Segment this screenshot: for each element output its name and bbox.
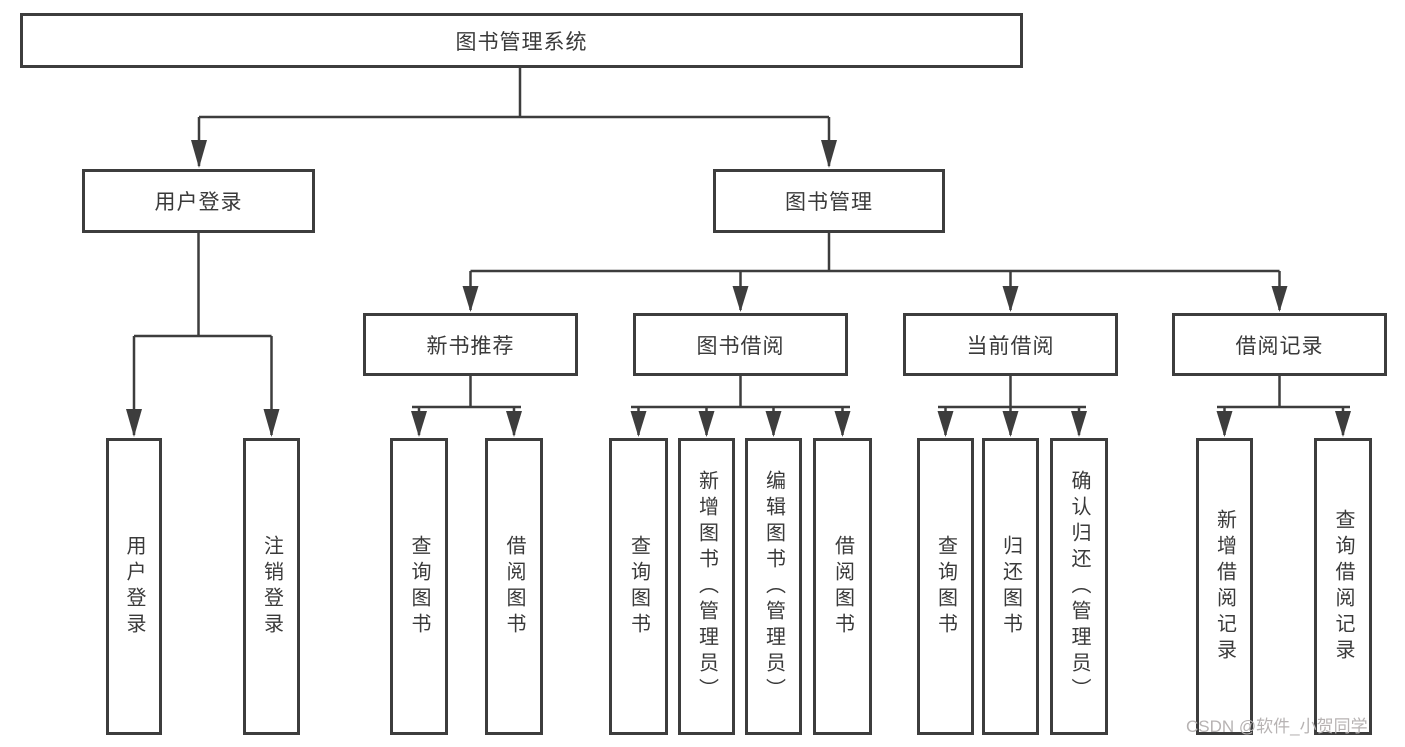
connector-current-borrow-children [937, 376, 1087, 437]
node-label: 查询图书 [627, 534, 650, 639]
node-root-library-system: 图书管理系统 [20, 13, 1023, 68]
leaf-query-books-3: 查询图书 [917, 438, 974, 735]
node-label: 借阅图书 [831, 534, 854, 639]
node-current-borrow: 当前借阅 [903, 313, 1118, 376]
node-label: 查询图书 [934, 534, 957, 639]
node-label: 确认归还（管理员） [1068, 469, 1090, 704]
node-label: 图书管理 [785, 191, 873, 214]
node-label: 新增图书（管理员） [695, 469, 718, 704]
connector-root-to-level2 [191, 68, 837, 168]
node-book-management: 图书管理 [713, 169, 945, 233]
leaf-return-books: 归还图书 [982, 438, 1039, 735]
node-label: 查询图书 [408, 534, 430, 639]
node-label: 当前借阅 [966, 334, 1055, 358]
node-label: 用户登录 [154, 191, 243, 214]
leaf-logout: 注销登录 [243, 438, 300, 735]
node-label: 图书管理系统 [455, 30, 588, 54]
leaf-edit-books-admin: 编辑图书（管理员） [745, 438, 802, 735]
node-label: 新书推荐 [426, 334, 515, 358]
connector-book-borrow-children [630, 376, 851, 437]
leaf-add-borrow-record: 新增借阅记录 [1196, 438, 1253, 735]
node-label: 借阅记录 [1235, 334, 1324, 358]
connector-new-book-rec-children [411, 376, 522, 437]
leaf-borrow-books-1: 借阅图书 [485, 438, 543, 735]
node-new-book-recommend: 新书推荐 [363, 313, 578, 376]
node-label: 新增借阅记录 [1213, 508, 1236, 665]
leaf-add-books-admin: 新增图书（管理员） [678, 438, 735, 735]
node-label: 查询借阅记录 [1332, 508, 1354, 665]
node-user-login: 用户登录 [82, 169, 315, 233]
leaf-query-books-1: 查询图书 [390, 438, 448, 735]
leaf-query-borrow-record: 查询借阅记录 [1314, 438, 1372, 735]
leaf-query-books-2: 查询图书 [609, 438, 668, 735]
leaf-borrow-books-2: 借阅图书 [813, 438, 872, 735]
node-label: 用户登录 [123, 534, 145, 639]
node-borrow-records: 借阅记录 [1172, 313, 1387, 376]
node-book-borrow: 图书借阅 [633, 313, 848, 376]
node-label: 借阅图书 [503, 534, 525, 639]
node-label: 编辑图书（管理员） [762, 469, 785, 704]
csdn-watermark: CSDN @软件_小贺同学 [1186, 717, 1368, 736]
connector-book-mgmt-children [462, 233, 1288, 312]
node-label: 注销登录 [260, 534, 283, 639]
node-label: 图书借阅 [696, 334, 785, 358]
connector-borrow-records-children [1216, 376, 1351, 437]
leaf-user-login: 用户登录 [106, 438, 162, 735]
node-label: 归还图书 [999, 534, 1022, 639]
leaf-confirm-return-admin: 确认归还（管理员） [1050, 438, 1108, 735]
connector-user-login-children [126, 233, 280, 437]
